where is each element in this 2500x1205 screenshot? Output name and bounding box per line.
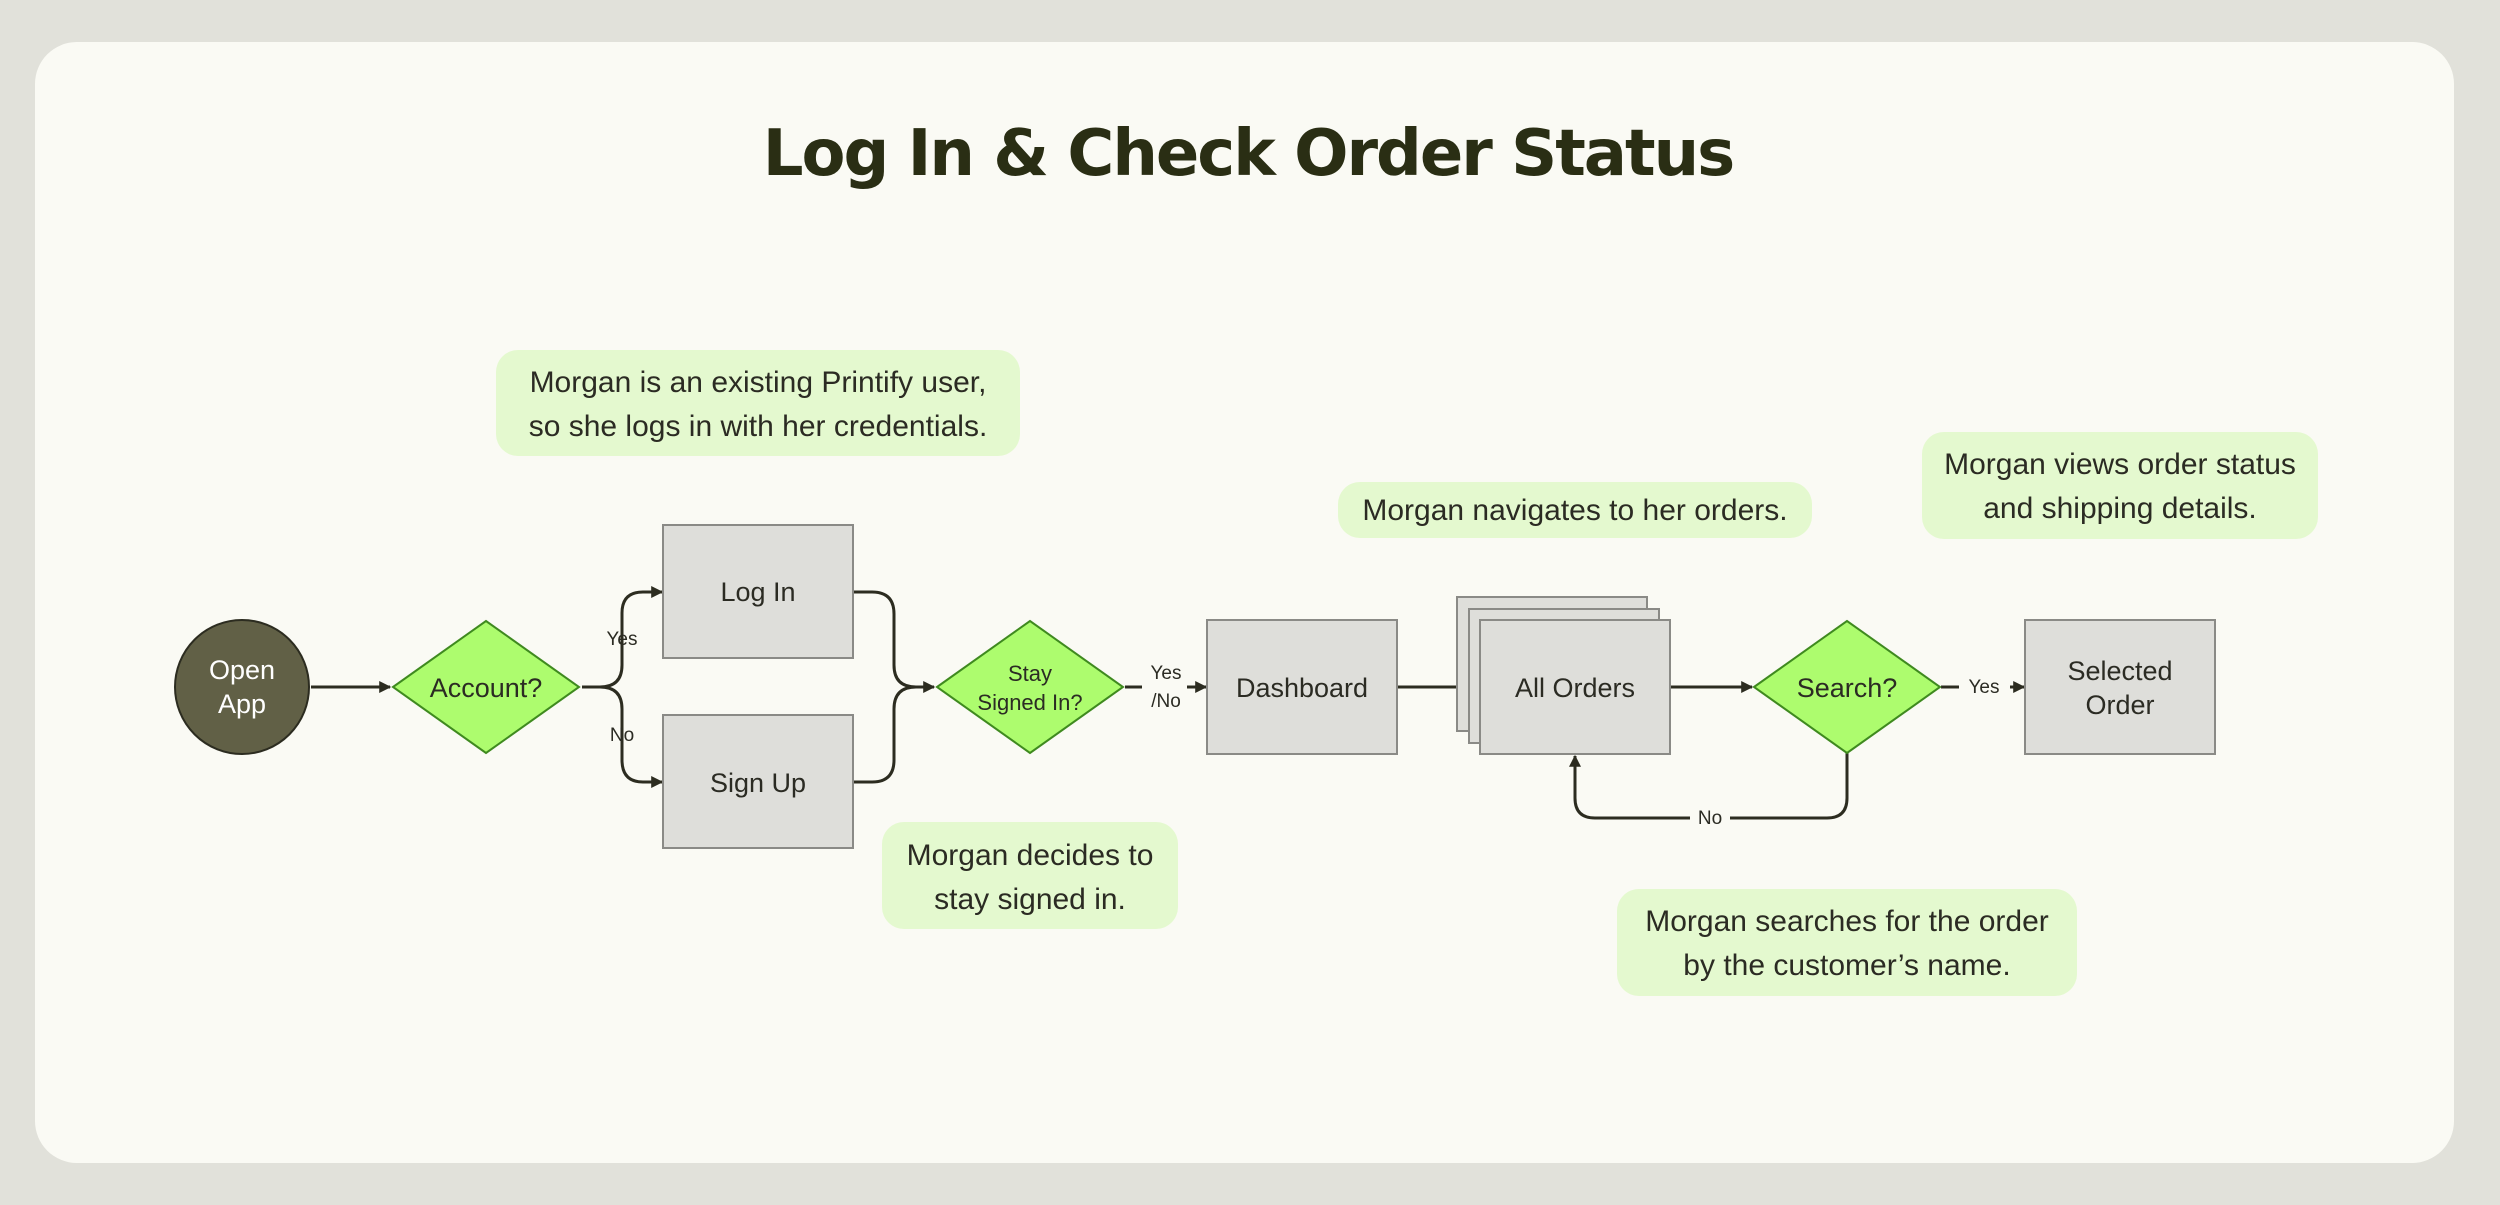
sign-up-box: Sign Up: [662, 714, 854, 849]
note-stay-line-2: stay signed in.: [934, 883, 1126, 916]
connector-account-signup: [582, 685, 664, 788]
open-app-node: Open App: [174, 619, 310, 755]
stay-label-1: Stay: [1008, 661, 1052, 686]
edge-label-search-yes: Yes: [1969, 677, 2000, 698]
edge-labels: Yes No Yes /No Yes No: [607, 629, 2000, 831]
edge-label-stay-no: /No: [1151, 691, 1181, 712]
dashboard-label: Dashboard: [1236, 673, 1368, 703]
edge-label-search-no: No: [1698, 808, 1722, 829]
edge-label-stay-yes: Yes: [1151, 663, 1182, 684]
account-label: Account?: [430, 673, 543, 703]
note-search-line-1: Morgan searches for the order: [1645, 905, 2049, 938]
search-label: Search?: [1797, 673, 1898, 703]
note-search: Morgan searches for the order by the cus…: [1617, 889, 2077, 996]
note-view-line-1: Morgan views order status: [1944, 448, 2296, 481]
note-login-line-1: Morgan is an existing Printify user,: [530, 366, 987, 399]
dashboard-box: Dashboard: [1206, 619, 1398, 755]
note-navigate-line-1: Morgan navigates to her orders.: [1362, 494, 1787, 527]
selected-order-label-2: Order: [2085, 690, 2154, 720]
log-in-label: Log In: [720, 577, 795, 607]
note-search-line-2: by the customer’s name.: [1683, 949, 2010, 982]
open-app-label-2: App: [218, 689, 266, 719]
note-stay: Morgan decides to stay signed in.: [882, 822, 1178, 929]
all-orders-label: All Orders: [1515, 673, 1635, 703]
note-stay-line-1: Morgan decides to: [907, 839, 1154, 872]
all-orders-stack: All Orders: [1456, 596, 1671, 755]
note-view-line-2: and shipping details.: [1983, 492, 2257, 525]
connectors: [311, 586, 2026, 820]
connector-login-stay: [853, 590, 936, 693]
selected-order-box: Selected Order: [2024, 619, 2216, 755]
open-app-label-1: Open: [209, 655, 275, 685]
search-decision: Search?: [1752, 619, 1942, 755]
stay-signed-in-decision: Stay Signed In?: [935, 619, 1125, 755]
note-view: Morgan views order status and shipping d…: [1922, 432, 2318, 539]
note-login: Morgan is an existing Printify user, so …: [496, 350, 1020, 456]
sign-up-label: Sign Up: [710, 768, 806, 798]
stay-label-2: Signed In?: [977, 690, 1082, 715]
page-title: Log In & Check Order Status: [763, 117, 1733, 191]
connector-signup-stay: [853, 685, 934, 784]
note-navigate: Morgan navigates to her orders.: [1338, 482, 1812, 538]
note-login-line-2: so she logs in with her credentials.: [529, 410, 988, 443]
selected-order-label-1: Selected: [2067, 656, 2172, 686]
log-in-box: Log In: [662, 524, 854, 659]
edge-label-account-yes: Yes: [607, 629, 638, 650]
connector-account-login: [582, 586, 664, 689]
edge-label-account-no: No: [610, 725, 634, 746]
account-decision: Account?: [391, 619, 581, 755]
